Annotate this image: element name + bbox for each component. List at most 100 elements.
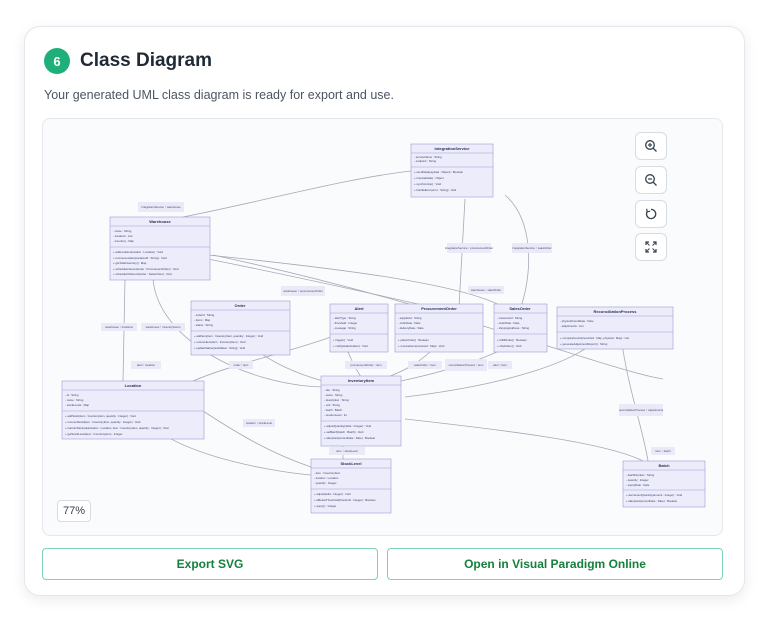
edge-integration-warehouse [182,170,412,218]
svg-text:item ↑ batch: item ↑ batch [655,449,671,453]
open-visual-paradigm-button[interactable]: Open in Visual Paradigm Online [387,548,723,580]
step-number-badge: 6 [44,48,70,74]
class-warehouse[interactable]: Warehouse - name : String - locations : … [109,216,211,281]
svg-text:+ receiveItems(received : Map): + receiveItems(received : Map) : Void [398,344,445,348]
svg-text:- message : String: - message : String [333,326,356,330]
expand-icon [645,241,657,253]
svg-text:- quantity : Integer: - quantity : Integer [626,478,649,482]
zoom-out-button[interactable] [635,166,667,194]
edge-label: alert ↑ item [488,361,512,369]
svg-text:+ adjust(delta : Integer) : Vo: + adjust(delta : Integer) : Void [314,492,351,496]
edge-label: procurementOrder ↑ item [345,361,387,369]
svg-text:+ addStock(item : InventoryIte: + addStock(item : InventoryItem, quantit… [65,414,136,418]
svg-text:- orderId : String: - orderId : String [194,313,215,317]
class-procurement-order[interactable]: ProcurementOrder - supplierId : String -… [394,303,484,353]
svg-text:- batchNumber : String: - batchNumber : String [626,473,655,477]
svg-text:- stockLevels : Map: - stockLevels : Map [65,403,90,407]
class-sales-order[interactable]: SalesOrder - customerId : String - order… [493,303,548,353]
svg-text:- reorderLevel : Int: - reorderLevel : Int [324,413,347,417]
svg-text:+ addItem(item : InventoryItem: + addItem(item : InventoryItem, quantity… [194,334,264,338]
svg-text:- name : String: - name : String [324,393,343,397]
svg-text:+ compareCounts(recorded : Map: + compareCounts(recorded : Map, physical… [560,336,629,340]
svg-text:- customerId : String: - customerId : String [497,316,523,320]
svg-text:warehouse ↑ salesOrder: warehouse ↑ salesOrder [471,288,501,292]
svg-text:- status : String: - status : String [194,323,213,327]
svg-text:- expiryDate : Date: - expiryDate : Date [626,483,650,487]
edge-label: item ↑ stockLevel [329,447,365,455]
svg-text:+ sendData(payload : Object) :: + sendData(payload : Object) : Boolean [414,170,463,174]
svg-text:item ↑ stockLevel: item ↑ stockLevel [336,449,358,453]
svg-text:- name : String: - name : String [113,229,132,233]
uml-diagram: IntegrationService - serviceName : Strin… [61,143,706,514]
svg-text:+ generateAdjustmentReport() :: + generateAdjustmentReport() : String [560,342,608,346]
svg-text:+ decrementQuantity(amount : I: + decrementQuantity(amount : Integer) : … [626,493,682,497]
svg-text:InventoryItem: InventoryItem [348,378,375,383]
class-stock-level[interactable]: StockLevel - item : InventoryItem - loca… [310,458,392,514]
svg-text:IntegrationService ↑ salesOrde: IntegrationService ↑ salesOrder [512,246,551,250]
edge-warehouse-procurement [207,258,432,308]
svg-text:+ getStockLevel(item : Invento: + getStockLevel(item : InventoryItem) : … [65,432,123,436]
svg-text:- inventory : Map: - inventory : Map [113,239,134,243]
svg-text:ReconciliationProcess: ReconciliationProcess [594,309,638,314]
svg-text:- batch : Batch: - batch : Batch [324,408,342,412]
edge-item-batch [404,418,644,462]
svg-text:Alert: Alert [354,306,364,311]
svg-text:IntegrationService ↑ warehouse: IntegrationService ↑ warehouse [141,205,181,209]
svg-text:+ scheduleOutbound(order : Sal: + scheduleOutbound(order : SalesOrder) :… [113,272,172,276]
fullscreen-button[interactable] [635,233,667,261]
edge-label: salesOrder ↑ item [408,361,442,369]
svg-text:+ adjustQuantity(delta : Integ: + adjustQuantity(delta : Integer) : Void [324,424,371,428]
edge-label: IntegrationService ↑ salesOrder [512,243,552,253]
svg-text:- unit : String: - unit : String [324,403,340,407]
class-inventory-item[interactable]: InventoryItem - sku : String - name : St… [320,375,402,447]
svg-text:- serviceName : String: - serviceName : String [414,155,442,159]
class-batch[interactable]: Batch - batchNumber : String - quantity … [622,460,706,508]
page-title: Class Diagram [80,50,213,71]
page-subtitle: Your generated UML class diagram is read… [44,88,394,102]
svg-text:warehouse ↑ inventoryItems: warehouse ↑ inventoryItems [146,325,181,329]
svg-text:reconciliationProcess ↑ item: reconciliationProcess ↑ item [449,363,484,367]
svg-text:- endpoint : String: - endpoint : String [414,159,437,163]
class-location[interactable]: Location - id : String - name : String -… [61,380,205,440]
svg-text:+ shipOrder() : Void: + shipOrder() : Void [497,344,522,348]
svg-text:- items : Map: - items : Map [194,318,211,322]
edge-label: warehouse ↑ procurementOrder [281,286,325,296]
svg-text:+ isBelowThreshold(threshold :: + isBelowThreshold(threshold : Integer) … [314,498,376,502]
class-order[interactable]: Order - orderId : String - items : Map -… [190,300,291,356]
svg-text:Warehouse: Warehouse [149,219,171,224]
edge-label: alert ↑ location [131,361,161,369]
svg-text:+ removeItem(item : InventoryI: + removeItem(item : InventoryItem) : Voi… [194,340,246,344]
svg-text:reconciliationProcess ↑ adjust: reconciliationProcess ↑ adjustments [619,408,664,412]
edge-label: item ↑ batch [651,447,675,455]
svg-text:+ isExpired(currentDate : Date: + isExpired(currentDate : Date) : Boolea… [626,499,678,503]
class-reconciliation-process[interactable]: ReconciliationProcess - physicalCountDat… [556,306,674,350]
zoom-in-button[interactable] [635,132,667,160]
svg-text:+ transferStock(destination :: + transferStock(destination : Location, … [65,426,169,430]
edge-label: warehouse ↑ salesOrder [468,286,504,294]
edge-label: reconciliationProcess ↑ adjustments [619,404,664,416]
edge-recon-batch [620,336,649,462]
reset-view-button[interactable] [635,200,667,228]
svg-text:- threshold : Integer: - threshold : Integer [333,321,357,325]
svg-text:warehouse ↑ locations: warehouse ↑ locations [105,325,133,329]
svg-text:- id : String: - id : String [65,393,79,397]
svg-text:StockLevel: StockLevel [340,461,361,466]
svg-text:+ trigger() : Void: + trigger() : Void [333,338,353,342]
svg-text:- description : String: - description : String [324,398,349,402]
edge-warehouse-sales [207,254,504,308]
svg-text:order ↑ item: order ↑ item [234,363,249,367]
class-alert[interactable]: Alert - alertType : String - threshold :… [329,303,389,353]
svg-text:SalesOrder: SalesOrder [509,306,531,311]
svg-text:+ scheduleInbound(order : Proc: + scheduleInbound(order : ProcurementOrd… [113,267,179,271]
svg-text:- name : String: - name : String [65,398,84,402]
zoom-out-icon [645,174,657,186]
svg-text:warehouse ↑ procurementOrder: warehouse ↑ procurementOrder [283,289,323,293]
export-svg-button[interactable]: Export SVG [42,548,378,580]
edge-label: order ↑ item [229,361,253,369]
svg-text:+ updateStatus(newStatus : Str: + updateStatus(newStatus : String) : Voi… [194,346,246,350]
class-integration-service[interactable]: IntegrationService - serviceName : Strin… [410,143,494,198]
diagram-canvas[interactable]: IntegrationService - serviceName : Strin… [42,118,723,536]
svg-text:+ removeLocation(locationId :: + removeLocation(locationId : String) : … [113,256,167,260]
svg-text:- orderDate : Date: - orderDate : Date [398,321,421,325]
svg-text:alert ↑ location: alert ↑ location [137,363,155,367]
